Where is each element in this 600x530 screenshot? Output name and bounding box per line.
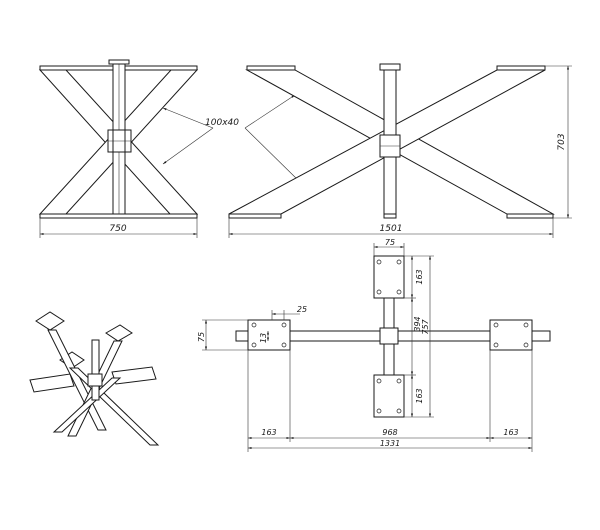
iso-plate-1: [35, 311, 65, 331]
front-view: [38, 59, 199, 219]
hole: [281, 322, 287, 328]
plan-dim-left: 75 13 25: [197, 305, 307, 351]
hole: [281, 342, 287, 348]
isometric-view: [29, 311, 160, 446]
hole: [493, 342, 499, 348]
height-dimension: 703: [545, 65, 572, 219]
hole: [493, 322, 499, 328]
iso-center-post: [91, 339, 100, 401]
hole: [251, 342, 257, 348]
profile-label: 100x40: [205, 118, 239, 128]
side-length-dimension: 1501: [228, 218, 554, 238]
plan-inner-label: 968: [382, 428, 397, 437]
hole: [396, 408, 402, 414]
plan-plate-height-label: 75: [197, 332, 206, 342]
hole: [376, 289, 382, 295]
hole: [523, 342, 529, 348]
iso-plate-2: [105, 324, 133, 342]
side-bottom-bar-left: [228, 213, 282, 219]
hole: [523, 322, 529, 328]
iso-bar-left: [29, 373, 75, 393]
profile-leader: 100x40: [162, 94, 301, 183]
plan-plate-length-bottom: 163: [415, 388, 424, 403]
plan-end-right-label: 163: [503, 428, 518, 437]
hole: [251, 322, 257, 328]
side-top-bar-right: [496, 65, 546, 71]
plan-dim-bottom: 163 968 163 1331: [247, 350, 533, 452]
hole: [396, 259, 402, 265]
side-view: [228, 63, 555, 219]
plan-dim-right-vertical: 163 394 163 757: [404, 255, 434, 418]
plan-inner-span-label: 394: [413, 316, 422, 331]
plan-end-left-label: 163: [261, 428, 276, 437]
hole: [396, 289, 402, 295]
front-width-dimension: 750: [39, 218, 198, 238]
front-width-label: 750: [109, 224, 126, 234]
plan-hole-label: 13: [259, 333, 268, 343]
plan-total-label: 1331: [380, 439, 400, 448]
side-top-bar-left: [246, 65, 296, 71]
hole: [376, 408, 382, 414]
hole: [376, 259, 382, 265]
side-top-plate: [379, 63, 401, 71]
leader-b: [162, 127, 214, 165]
height-label: 703: [557, 133, 567, 150]
leader-d: [244, 127, 301, 183]
hole: [396, 378, 402, 384]
iso-bar-right: [111, 366, 157, 385]
plan-plate-width-label: 75: [385, 238, 395, 247]
plan-view: [235, 255, 551, 418]
plan-hub: [379, 327, 399, 345]
plan-dim-plate-width: 75: [373, 238, 405, 256]
hole: [376, 378, 382, 384]
iso-leg-d: [52, 377, 122, 433]
side-bottom-bar-right: [506, 213, 554, 219]
front-top-plate: [108, 59, 130, 65]
iso-junction: [87, 373, 103, 387]
plan-plate-length-top: 163: [415, 269, 424, 284]
leader-a: [162, 107, 214, 129]
side-post-foot: [383, 213, 397, 219]
leader-c: [244, 94, 296, 129]
front-bottom-bar: [39, 213, 198, 219]
plan-small-label: 25: [297, 305, 307, 314]
plan-plate-span-label: 757: [421, 318, 430, 334]
side-length-label: 1501: [380, 224, 403, 234]
